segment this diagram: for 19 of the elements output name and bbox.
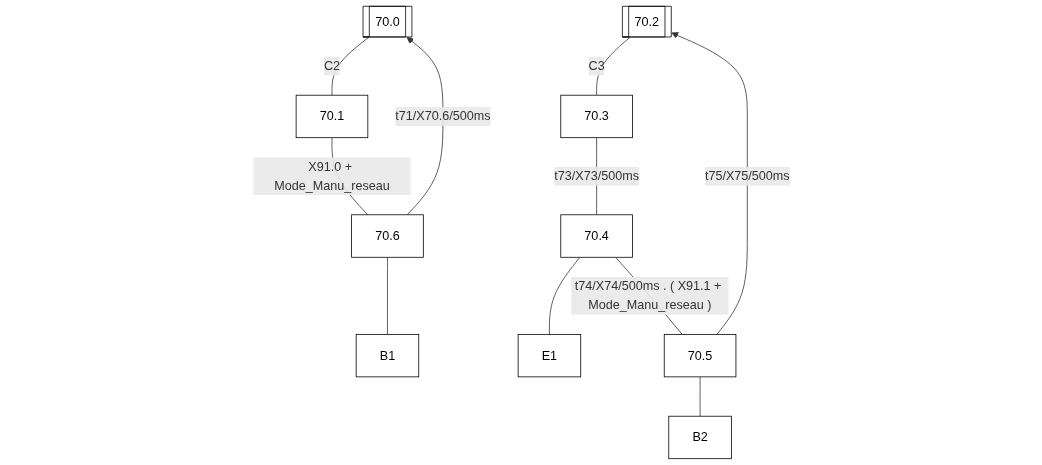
connector <box>699 376 700 417</box>
node-box: 70.1 <box>295 94 368 139</box>
connector <box>548 256 580 335</box>
node-box: B1 <box>355 334 419 378</box>
edge-label: C2 <box>323 59 340 73</box>
connector <box>331 36 369 96</box>
node-box: 70.5 <box>663 334 736 378</box>
edge-label: X91.0 + Mode_Manu_reseau <box>273 159 390 192</box>
node-box: B2 <box>667 415 732 460</box>
edge-label: t75/X75/500ms <box>704 169 790 183</box>
edge-label: t71/X70.6/500ms <box>394 109 491 123</box>
connector <box>386 256 388 335</box>
node-box: E1 <box>517 334 581 378</box>
node-box: 70.6 <box>350 214 424 258</box>
node-box: 70.4 <box>559 214 633 258</box>
node-box: 70.3 <box>559 94 633 139</box>
edge-label: C3 <box>588 59 605 73</box>
edge-label: t74/X74/500ms . ( X91.1 + Mode_Manu_reseau ) <box>574 279 721 312</box>
edge-label: t73/X73/500ms <box>553 169 639 183</box>
